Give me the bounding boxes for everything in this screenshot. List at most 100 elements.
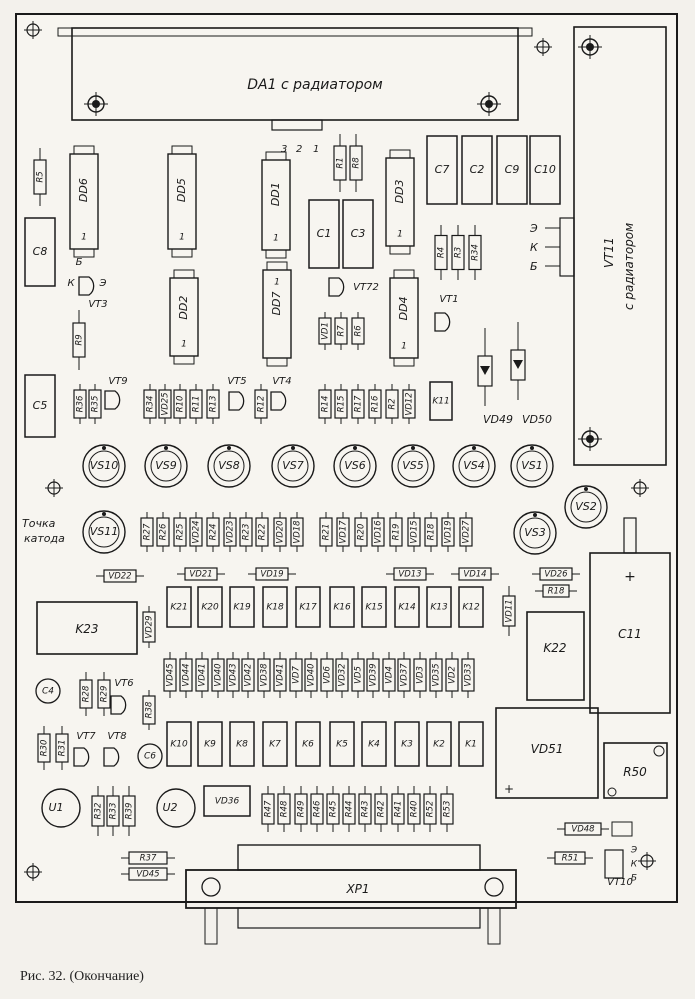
resistor-r32 [91,795,105,827]
resistor-r5 [33,159,47,195]
resistor-vd4 [382,658,396,692]
thyristor-cathode-dot [584,487,588,491]
component-label: K19 [233,603,251,613]
component-vd22 [103,569,137,583]
relay-k21 [166,586,192,628]
resistor-label: R5 [36,171,46,182]
resistor-label: R11 [192,396,202,413]
thyristor-label: VS6 [344,459,366,472]
ic-label: DD2 [177,296,190,320]
resistor-r15 [334,389,348,419]
resistor-r34 [143,389,157,419]
ic-label: DD3 [393,179,406,203]
resistor-label: R39 [125,803,135,820]
resistor-r7 [334,317,348,345]
relay-k7 [262,721,288,767]
resistor-label: VD1 [321,322,331,340]
resistor-vd33 [461,658,475,692]
ic-pin1: 1 [179,233,185,243]
resistor-label: R34 [471,244,481,261]
resistor-r16 [368,389,382,419]
resistor-label: VD42 [244,663,254,686]
component-label: K11 [432,397,449,407]
resistor-label: VD5 [354,666,364,684]
ic-cap [393,269,415,279]
k23-label: K23 [75,622,98,636]
diode-symbol [513,360,523,369]
resistor-r26 [156,517,170,547]
da1-pin-3: 3 [281,144,287,155]
resistor-label: VD24 [192,520,202,543]
ic-label: DD7 [270,291,283,315]
component-label: K8 [236,740,248,750]
component-label: K20 [201,603,219,613]
capacitor-c6 [137,743,163,769]
resistor-label: VD17 [339,520,349,544]
resistor-r1 [333,145,347,181]
r50-label: R50 [623,765,647,779]
component-label: VD14 [463,570,486,580]
resistor-vd40 [211,658,225,692]
resistor-vd39 [366,658,380,692]
resistor-label: R46 [313,800,323,817]
resistor-vd16 [371,517,385,547]
resistor-r3 [451,234,465,271]
resistor-label: R34 [146,396,156,413]
resistor-label: R31 [58,740,68,757]
resistor-vd11 [502,595,516,627]
diode-symbol [480,366,490,375]
resistor-label: VD45 [166,663,176,686]
thyristor-vs5 [391,444,435,488]
thyristor-inner [213,450,245,482]
vd51-label: VD51 [531,742,564,756]
transistor-vt1 [434,312,451,332]
relay-k22 [526,611,585,701]
transistor-vt7 [73,747,90,767]
resistor-vd38 [257,658,271,692]
transistor-label: VT3 [88,299,107,310]
thyristor-inner [397,450,429,482]
resistor-label: R40 [410,801,420,818]
thyristor-vs7 [271,444,315,488]
resistor-label: VD7 [292,666,302,684]
resistor-label: R15 [337,396,347,413]
component-c1 [308,199,340,269]
optocoupler-u2 [156,788,196,828]
resistor-vd32 [335,658,349,692]
transistor-vt8 [103,747,120,767]
resistor-r38 [142,695,156,725]
component-label: C3 [351,227,366,240]
resistor-vd17 [336,517,350,547]
resistor-vd42 [241,658,255,692]
resistor-r23 [239,517,253,547]
resistor-label: R23 [242,524,252,541]
u1-label: U1 [48,801,63,814]
thyristor-inner [519,517,551,549]
c11-label: C11 [618,627,642,641]
pin-letter: Б [631,874,637,884]
component-label: K9 [204,740,216,750]
thyristor-vs2 [564,485,608,529]
ic-pin1: 1 [273,234,279,244]
ic-pin1: 1 [401,342,407,352]
optocoupler-u1 [41,788,81,828]
transistor-label: VT72 [353,282,379,293]
diode-label: VD49 [483,413,513,426]
component-label: K3 [401,740,413,750]
thyristor-vs4 [452,444,496,488]
component-label: C8 [33,245,48,258]
resistor-label: R53 [443,801,453,818]
ic-label: DD4 [397,296,410,320]
resistor-vd41 [195,658,209,692]
resistor-label: VD25 [161,392,171,415]
thyristor-vs6 [333,444,377,488]
relay-k6 [295,721,321,767]
resistor-vd44 [179,658,193,692]
resistor-r4 [434,234,448,271]
relay-k13 [426,586,452,628]
component-label: C9 [505,163,520,176]
thyristor-inner [339,450,371,482]
component-vd21 [184,567,218,581]
